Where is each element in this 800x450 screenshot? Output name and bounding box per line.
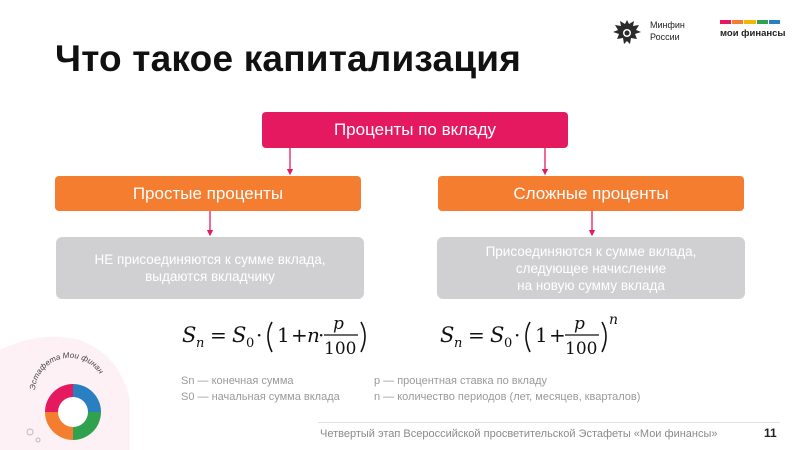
page-title: Что такое капитализация <box>55 38 521 79</box>
svg-text:·: · <box>514 323 520 347</box>
svg-text:n: n <box>307 323 320 347</box>
svg-text:=: = <box>468 323 485 347</box>
svg-text:S: S <box>232 323 246 347</box>
root-label: Проценты по вкладу <box>333 120 497 139</box>
description-line: Присоединяются к сумме вклада, <box>485 243 697 259</box>
svg-text:=: = <box>210 323 227 347</box>
svg-text:p: p <box>574 314 585 334</box>
compound-interest-description: Присоединяются к сумме вклада, следующее… <box>437 237 745 299</box>
description-line: на новую сумму вклада <box>517 277 665 293</box>
svg-text:+: + <box>291 323 308 347</box>
ministry-line-2: России <box>650 32 680 42</box>
svg-text:n: n <box>609 312 618 328</box>
legend-p: p — процентная ставка по вкладу <box>374 375 548 387</box>
footer-divider <box>318 422 780 423</box>
svg-text:+: + <box>549 323 566 347</box>
description-line: следующее начисление <box>515 260 667 276</box>
svg-text:S: S <box>182 323 196 347</box>
estafeta-logo: Эстафета Мои финансы <box>0 320 130 450</box>
svg-text:0: 0 <box>246 336 254 351</box>
simple-interest-formula: S n = S 0 · 1 + n · p 100 <box>182 314 366 359</box>
description-line: выдаются вкладчику <box>145 269 275 284</box>
brand-logo: мои финансы <box>720 28 786 39</box>
simple-interest-box: Простые проценты <box>55 176 361 211</box>
svg-text:S: S <box>490 323 504 347</box>
svg-text:100: 100 <box>324 339 356 359</box>
simple-interest-label: Простые проценты <box>132 183 284 203</box>
legend-sn: Sn — конечная сумма <box>181 375 294 387</box>
description-line: НЕ присоединяются к сумме вклада, <box>94 252 326 267</box>
ministry-line-1: Минфин <box>650 20 685 30</box>
svg-text:·: · <box>318 323 324 347</box>
svg-text:p: p <box>333 314 344 334</box>
legend-n: n — количество периодов (лет, месяцев, к… <box>374 391 641 403</box>
simple-interest-description: НЕ присоединяются к сумме вклада, выдают… <box>56 237 364 299</box>
svg-text:1: 1 <box>277 323 290 347</box>
root-box: Проценты по вкладу <box>262 112 568 148</box>
svg-text:0: 0 <box>504 336 512 351</box>
double-headed-eagle-icon <box>613 20 641 44</box>
compound-interest-label: Сложные проценты <box>513 183 669 203</box>
page-number: 11 <box>764 426 777 440</box>
footer-text: Четвертый этап Всероссийской просветител… <box>320 428 718 440</box>
ministry-label: Минфин России <box>650 19 685 43</box>
svg-text:100: 100 <box>565 339 597 359</box>
compound-interest-formula: S n = S 0 · 1 + p 100 n <box>440 312 618 359</box>
svg-text:n: n <box>196 336 204 351</box>
compound-interest-box: Сложные проценты <box>438 176 744 211</box>
brand-color-bar <box>720 20 781 24</box>
svg-text:1: 1 <box>535 323 548 347</box>
svg-text:n: n <box>454 336 462 351</box>
svg-text:S: S <box>440 323 454 347</box>
legend-s0: S0 — начальная сумма вклада <box>181 391 340 403</box>
svg-text:·: · <box>256 323 262 347</box>
